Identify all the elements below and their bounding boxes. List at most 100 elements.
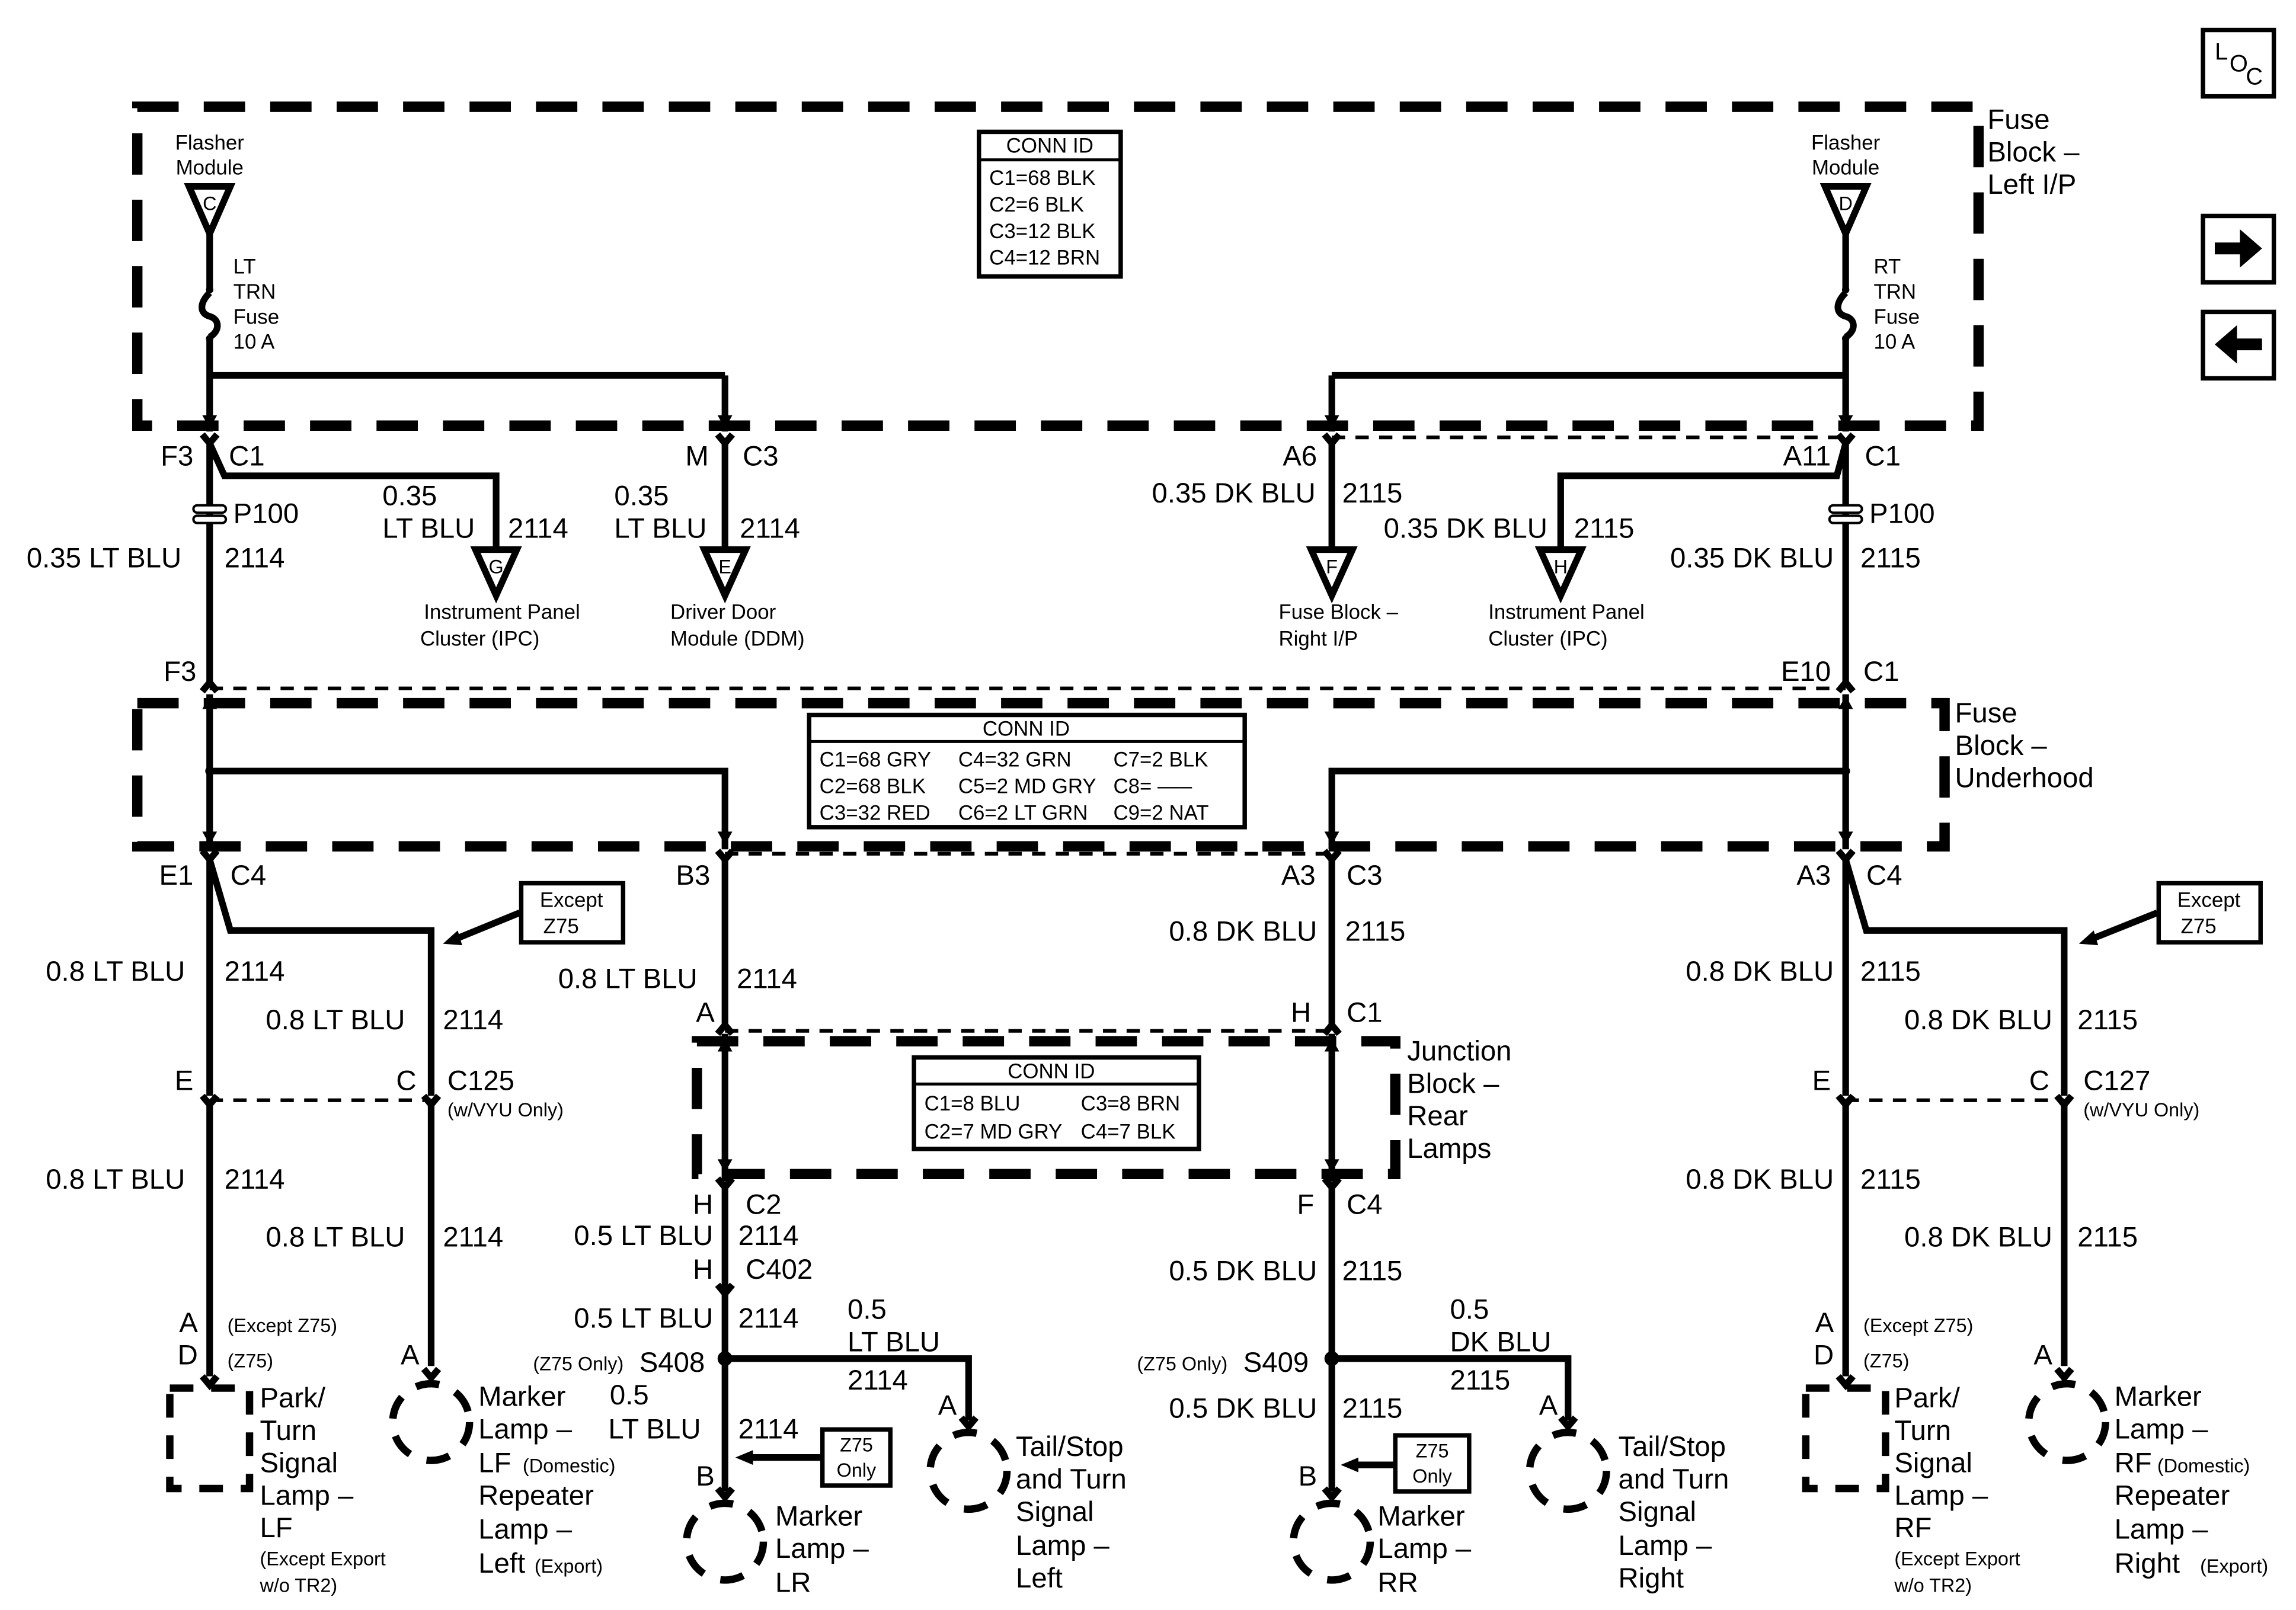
except-z75-note-right: Except Z75	[2078, 881, 2263, 946]
svg-text:Except: Except	[2177, 888, 2241, 911]
svg-text:C2=6 BLK: C2=6 BLK	[989, 193, 1084, 216]
circuit-2114-lf-marker: 2114	[443, 1221, 503, 1253]
circuit-2114-b3: 2114	[737, 963, 797, 994]
svg-text:O: O	[2230, 50, 2248, 76]
svg-text:G: G	[488, 556, 503, 577]
svg-text:L: L	[2215, 39, 2228, 65]
wire-label-035-dk-blu-fb: 0.35 DK BLU	[1152, 478, 1316, 509]
svg-text:C4=32 GRN: C4=32 GRN	[958, 748, 1072, 772]
svg-text:(Domestic): (Domestic)	[2157, 1455, 2250, 1477]
svg-text:w/o TR2): w/o TR2)	[1894, 1574, 1972, 1596]
mid-right-circuit: 2115	[1342, 1393, 1403, 1424]
svg-text:Left: Left	[478, 1548, 525, 1579]
svg-text:Tail/Stop and Turn: Tail/Stop and Turn Signal Lamp – Left	[1016, 1431, 1134, 1594]
svg-text:C5=2 MD GRY: C5=2 MD GRY	[958, 775, 1096, 798]
pin-b-rr-marker: B	[1299, 1461, 1318, 1492]
s408-label: S408	[639, 1347, 705, 1378]
circuit-2114-ipc: 2114	[508, 513, 568, 545]
svg-text:C3=32 RED: C3=32 RED	[820, 801, 930, 824]
svg-text:C2=7 MD GRY: C2=7 MD GRY	[925, 1121, 1063, 1144]
pin-h-junction-bottom: H	[693, 1189, 713, 1221]
pin-b3: B3	[676, 860, 710, 891]
svg-text:C127: C127	[2083, 1065, 2150, 1096]
svg-text:C4=12 BRN: C4=12 BRN	[989, 247, 1100, 270]
svg-text:C7=2 BLK: C7=2 BLK	[1113, 748, 1208, 772]
svg-text:Flasher: Flasher	[1811, 131, 1881, 154]
circuit-2115-rf-park: 2115	[1860, 1164, 1921, 1195]
wire-label-lt-blu-ipc: LT BLU	[382, 513, 475, 545]
wire-label-05-lt-blu-c2: 0.5 LT BLU	[574, 1220, 713, 1251]
pin-a6: A6	[1283, 440, 1317, 472]
splice-s409	[1324, 1351, 1339, 1366]
svg-text:Marker: Marker	[1377, 1500, 1464, 1532]
svg-text:C4=7 BLK: C4=7 BLK	[1081, 1121, 1176, 1144]
wire-label-035-dk-blu-ipc: 0.35 DK BLU	[1384, 513, 1547, 545]
svg-text:Driver Door: Driver Door	[670, 601, 776, 624]
svg-text:Instrument Panel: Instrument Panel	[1488, 601, 1645, 624]
svg-text:LR: LR	[775, 1567, 811, 1598]
junction-block-rear-lamps-boundary	[692, 1036, 1401, 1180]
svg-text:Z75: Z75	[543, 915, 579, 938]
next-page-arrow-icon[interactable]	[2201, 213, 2276, 285]
conn-id-box-fuse-block-underhood: CONN ID C1=68 GRY C4=32 GRN C7=2 BLK C2=…	[807, 712, 1247, 830]
fuse-block-right-ip-terminal-f: F Fuse Block – Right I/P	[1278, 546, 1399, 650]
circuit-2115-ipc: 2115	[1574, 513, 1635, 545]
connector-chevrons-underhood-bottom	[200, 849, 1856, 865]
pin-a-rf-park: A	[1815, 1307, 1834, 1339]
svg-text:LT: LT	[234, 255, 256, 279]
note-except-z75-rf: (Except Z75)	[1863, 1315, 1973, 1336]
pin-b-lr-marker: B	[696, 1461, 715, 1492]
svg-text:Z75: Z75	[2181, 915, 2217, 938]
svg-text:C3=12 BLK: C3=12 BLK	[989, 220, 1095, 243]
pin-d-rf-park: D	[1814, 1340, 1834, 1371]
svg-text:RT: RT	[1873, 255, 1901, 279]
fuse-block-left-ip-title: Fuse Block – Left I/P	[1987, 104, 2087, 200]
previous-page-arrow-icon[interactable]	[2201, 309, 2276, 381]
pin-a-tail-right: A	[1539, 1390, 1558, 1421]
svg-text:C3=8 BRN: C3=8 BRN	[1081, 1092, 1181, 1115]
lamp-connector-chevrons	[200, 1366, 2074, 1503]
s409-label: S409	[1243, 1347, 1309, 1378]
conn-c1-top-right: C1	[1865, 440, 1901, 472]
marker-lamp-lr: Marker Lamp – LR	[683, 1499, 869, 1598]
fuse-block-left-ip-internal-wires	[206, 338, 1849, 432]
conn-id-box-fuse-block-left-ip: CONN ID C1=68 BLK C2=6 BLK C3=12 BLK C4=…	[977, 129, 1123, 279]
pin-a-lf-park: A	[179, 1307, 198, 1339]
c402-chevron	[715, 1282, 736, 1299]
fuse-block-underhood-title: Fuse Block – Underhood	[1955, 697, 2094, 794]
c127-connector: E C C127 (w/VYU Only)	[1812, 1065, 2200, 1121]
fuse-block-underhood-boundary	[132, 697, 1950, 852]
ipc-terminal-g: G Instrument Panel Cluster (IPC)	[420, 546, 580, 650]
svg-text:C1=8 BLU: C1=8 BLU	[925, 1092, 1021, 1115]
circuit-2114-ddm: 2114	[740, 513, 800, 545]
loc-icon[interactable]: L O C	[2201, 27, 2276, 99]
svg-text:C: C	[2029, 1065, 2049, 1096]
svg-text:(Except Export: (Except Export	[260, 1548, 385, 1570]
pin-a-lf-marker: A	[401, 1340, 420, 1371]
svg-text:(Except Export: (Except Export	[1894, 1548, 2020, 1570]
wire-label-05-lt-blu-c402: 0.5 LT BLU	[574, 1302, 713, 1334]
pin-a-junction: A	[696, 997, 715, 1029]
circuit-2114-lf-park: 2114	[225, 1164, 285, 1195]
svg-text:Module: Module	[176, 156, 244, 180]
svg-text:(Domestic): (Domestic)	[523, 1455, 615, 1477]
conn-c3-top: C3	[743, 440, 779, 472]
svg-text:CONN ID: CONN ID	[1008, 1060, 1095, 1083]
svg-text:Lamp –: Lamp –	[478, 1514, 573, 1545]
svg-text:RR: RR	[1377, 1567, 1418, 1598]
conn-id-box-junction-block: CONN ID C1=8 BLU C3=8 BRN C2=7 MD GRY C4…	[912, 1055, 1201, 1151]
pin-m: M	[685, 440, 708, 472]
park-turn-signal-lamp-lf: Park/ Turn Signal Lamp – LF (Except Expo…	[166, 1382, 386, 1596]
s408-note: (Z75 Only)	[533, 1353, 623, 1375]
lt-trn-fuse: LT TRN Fuse 10 A	[199, 233, 279, 354]
wire-label-08-lt-blu-b3: 0.8 LT BLU	[558, 963, 698, 994]
circuit-2114-c402: 2114	[738, 1302, 799, 1334]
rt-trn-fuse: RT TRN Fuse 10 A	[1834, 233, 1920, 354]
svg-text:(w/VYU Only): (w/VYU Only)	[2083, 1099, 2199, 1121]
branch-right-color: DK BLU	[1450, 1326, 1551, 1358]
conn-c4-right: C4	[1866, 860, 1902, 891]
svg-text:C: C	[2246, 64, 2263, 90]
svg-text:C125: C125	[447, 1065, 514, 1096]
park-turn-signal-lamp-rf: Park/ Turn Signal Lamp – RF (Except Expo…	[1802, 1382, 2020, 1596]
